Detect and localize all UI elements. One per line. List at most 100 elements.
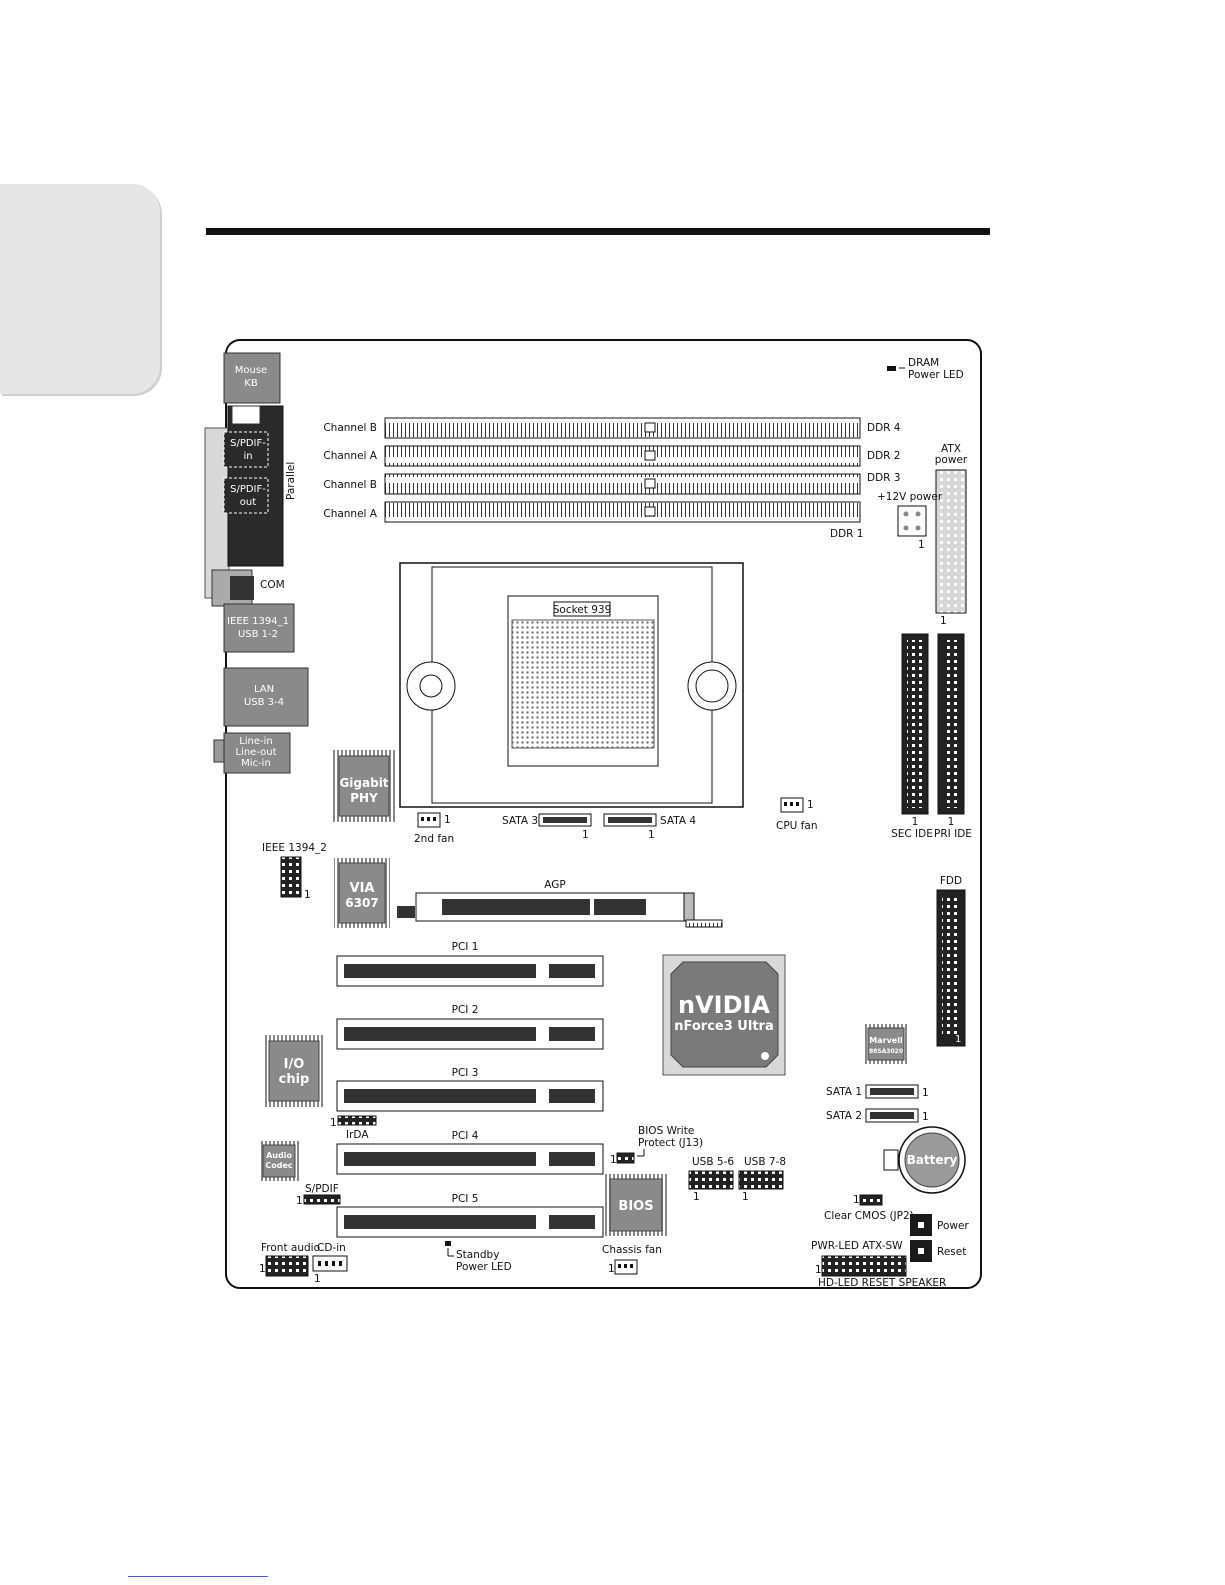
reset-label: Reset [937, 1246, 966, 1258]
hd-led-reset-speaker-label: HD-LED RESET SPEAKER [818, 1277, 946, 1289]
second-fan-label: 2nd fan [414, 833, 454, 845]
nvidia-label: nVIDIA [678, 991, 770, 1019]
pci1-label: PCI 1 [452, 941, 479, 953]
bios-write-label-1: BIOS Write [638, 1125, 694, 1137]
mic-in-label: Mic-in [241, 758, 271, 769]
irda-label: IrDA [346, 1129, 369, 1141]
sata2-label: SATA 2 [826, 1110, 862, 1122]
sata4-pin1: 1 [648, 829, 655, 841]
nvidia-chipset-die [670, 961, 779, 1068]
second-fan-pin1: 1 [444, 814, 451, 826]
plus12v-label: +12V power [877, 491, 943, 503]
front-audio-header [265, 1255, 309, 1277]
spdif-in-label-2: in [243, 451, 252, 462]
sata1-label: SATA 1 [826, 1086, 862, 1098]
cd-in-pin1: 1 [314, 1273, 321, 1285]
lan-usb34-label-1: LAN [254, 684, 274, 695]
dimm-slot-ddr4 [384, 417, 861, 439]
clear-cmos-jumper [859, 1194, 883, 1206]
front-panel-header [821, 1255, 907, 1277]
cmos-pin1: 1 [853, 1194, 860, 1206]
atx-pin1: 1 [940, 615, 947, 627]
chassis-fan-label: Chassis fan [602, 1244, 662, 1256]
irda-header [337, 1115, 377, 1126]
via-6307-chip [338, 862, 386, 924]
usb78-pin1: 1 [742, 1191, 749, 1203]
agp-latch [397, 906, 415, 918]
line-out-label: Line-out [235, 747, 276, 758]
sata3-label: SATA 3 [502, 815, 538, 827]
via-model-label: 6307 [345, 896, 378, 910]
ddr4-label: DDR 4 [867, 422, 901, 434]
dram-led-label-1: DRAM [908, 357, 939, 369]
usb56-pin1: 1 [693, 1191, 700, 1203]
audio-label: Audio [266, 1151, 292, 1160]
spdif-out-label-1: S/PDIF- [230, 484, 266, 495]
ieee1394-2-header [280, 856, 302, 898]
header-rule [206, 228, 990, 235]
footer-line [128, 1576, 268, 1577]
spdif-in-jack [231, 405, 261, 425]
dimm-slot-ddr3 [384, 473, 861, 495]
marvell-chip [867, 1027, 905, 1061]
sec-ide-pin1: 1 [912, 816, 919, 828]
dimm-slot-ddr2 [384, 445, 861, 467]
socket-label: Socket 939 [553, 604, 612, 616]
channel-a-label-2: Channel A [323, 508, 377, 520]
via-label: VIA [350, 881, 375, 896]
dimm-slot-ddr1 [384, 501, 861, 523]
front-audio-label: Front audio [261, 1242, 320, 1254]
sata4-label: SATA 4 [660, 815, 696, 827]
ddr2-label: DDR 2 [867, 450, 900, 462]
chassis-fan-pin1: 1 [608, 1263, 615, 1275]
dram-power-led [887, 366, 896, 371]
io-label: I/O [284, 1057, 305, 1072]
front-audio-pin1: 1 [259, 1263, 266, 1275]
clear-cmos-label: Clear CMOS (JP2) [824, 1210, 914, 1222]
fdd-pin1: 1 [955, 1034, 961, 1045]
plus12v-connector [897, 505, 927, 537]
spdif-header-pin1: 1 [296, 1195, 303, 1207]
ieee1394-2-pin1: 1 [304, 889, 311, 901]
com-label: COM [260, 579, 285, 591]
standby-led-label-2: Power LED [456, 1261, 512, 1273]
ieee-usb12-label-2: USB 1-2 [238, 629, 278, 640]
usb56-header [688, 1170, 734, 1190]
usb78-header [738, 1170, 784, 1190]
pri-ide-pin1: 1 [948, 816, 955, 828]
standby-led-label-1: Standby [456, 1249, 499, 1261]
marvell-label: Marvell [869, 1036, 903, 1045]
power-label: Power [937, 1220, 969, 1232]
io-chip [268, 1040, 320, 1102]
bios-write-protect-jumper [616, 1152, 635, 1164]
sata1-pin1: 1 [922, 1087, 929, 1099]
sec-ide-label: SEC IDE [891, 828, 933, 840]
spdif-header-label: S/PDIF [305, 1183, 339, 1195]
marvell-model-label: 88SA3020 [869, 1048, 903, 1055]
cpu-fan-pin1: 1 [807, 799, 814, 811]
channel-a-label-1: Channel A [323, 450, 377, 462]
channel-b-label-2: Channel B [323, 479, 377, 491]
com-connector [230, 576, 254, 600]
spdif-in [223, 431, 269, 468]
pci-slots [336, 955, 604, 1238]
parallel-label: Parallel [285, 462, 297, 500]
usb78-label: USB 7-8 [744, 1156, 786, 1168]
spdif-out [223, 477, 269, 514]
ieee1394-2-label: IEEE 1394_2 [262, 842, 327, 854]
channel-b-label-1: Channel B [323, 422, 377, 434]
ieee-usb12-port [223, 603, 295, 653]
dimm-slots [384, 417, 861, 523]
bios-label: BIOS [618, 1199, 653, 1214]
pci3-label: PCI 3 [452, 1067, 479, 1079]
side-tab [0, 184, 160, 394]
atx-power-label-2: power [935, 454, 968, 466]
mouse-kb-port [223, 352, 281, 404]
mouse-kb-label-2: KB [244, 378, 258, 389]
ddr3-label: DDR 3 [867, 472, 900, 484]
front-panel-pin1: 1 [815, 1264, 822, 1276]
spdif-in-label-1: S/PDIF- [230, 438, 266, 449]
cpu-fan-label: CPU fan [776, 820, 817, 832]
chip-label: chip [279, 1072, 310, 1087]
